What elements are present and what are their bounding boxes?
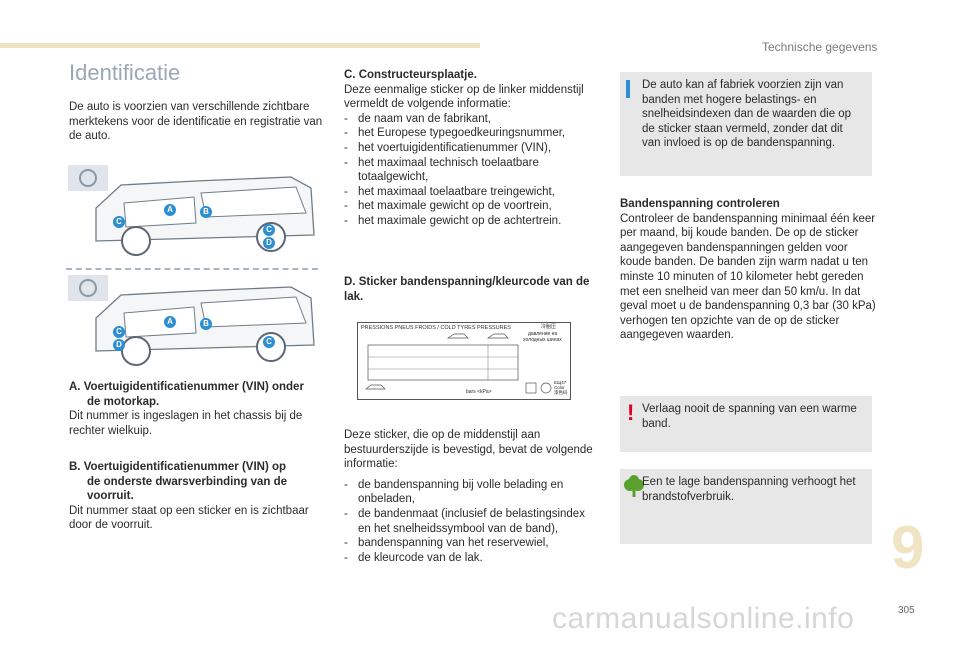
section-d-list: de bandenspanning bij volle belading en … <box>344 478 594 566</box>
tyre-check-section: Bandenspanning controleren Controleer de… <box>620 197 878 343</box>
section-c-heading: C. Constructeursplaatje. <box>344 69 477 81</box>
warning-icon: ! <box>627 400 635 425</box>
eco-text: Een te lage bandenspanning verhoogt het … <box>642 476 856 503</box>
section-a: A. Voertuigidentificatienummer (VIN) ond… <box>69 380 327 438</box>
section-title: Technische gegevens <box>762 40 878 54</box>
list-item: de bandenspanning bij volle belading en … <box>344 478 594 507</box>
sticker-code-1: ЕЩ47 <box>554 380 567 385</box>
info-icon <box>626 80 630 98</box>
warning-text: Verlaag nooit de spanning van een warme … <box>642 403 857 430</box>
label-a-bottom: A <box>164 316 176 328</box>
list-item: het maximale gewicht op de achtertrein. <box>344 214 600 229</box>
intro-text: De auto is voorzien van verschillende zi… <box>69 101 323 143</box>
list-item: het Europese typegoedkeuringsnummer, <box>344 126 600 141</box>
label-d-bottom: D <box>113 339 125 351</box>
van-illustration-top <box>68 165 315 256</box>
section-d-heading: D. Sticker bandenspanning/kleurcode van … <box>344 276 590 303</box>
label-c-bottom-right: C <box>263 336 275 348</box>
section-a-text: Dit nummer is ingeslagen in het chassis … <box>69 410 303 437</box>
illustration-divider <box>66 268 318 270</box>
sticker-code-3: 漆色码 <box>554 390 568 395</box>
label-c-bottom-left: C <box>113 326 125 338</box>
sticker-ru-2: холодных шинах <box>523 337 562 343</box>
label-c-top-left: C <box>113 216 125 228</box>
list-item: de bandenmaat (inclusief de belastingsin… <box>344 507 594 536</box>
chapter-number: 9 <box>891 514 925 581</box>
section-a-heading-2: de motorkap. <box>87 395 160 408</box>
tree-icon <box>624 475 644 497</box>
section-d-intro: Deze sticker, die op de middenstijl aan … <box>344 429 593 471</box>
section-c: C. Constructeursplaatje. Deze eenmalige … <box>344 68 600 229</box>
section-c-list: de naam van de fabrikant, het Europese t… <box>344 112 600 229</box>
warning-box: ! Verlaag nooit de spanning van een warm… <box>620 396 872 452</box>
section-a-heading-1: A. Voertuigidentificatienummer (VIN) ond… <box>69 381 304 393</box>
section-b-heading-1: B. Voertuigidentificatienummer (VIN) op <box>69 461 287 473</box>
section-d-body: Deze sticker, die op de middenstijl aan … <box>344 428 594 565</box>
list-item: het voertuigidentificatienummer (VIN), <box>344 141 600 156</box>
list-item: de kleurcode van de lak. <box>344 551 594 566</box>
sticker-header: PRESSIONS PNEUS FROIDS / COLD TYRES PRES… <box>361 325 511 331</box>
section-c-intro: Deze eenmalige sticker op de linker midd… <box>344 83 584 111</box>
page-number: 305 <box>898 605 915 616</box>
section-b-heading-2: de onderste dwarsverbinding van de <box>87 475 288 488</box>
tyre-check-text: Controleer de bandenspanning minimaal éé… <box>620 212 876 342</box>
van-illustration-bottom <box>68 275 315 366</box>
section-b: B. Voertuigidentificatienummer (VIN) op … <box>69 460 327 533</box>
page-title: Identificatie <box>69 60 181 85</box>
sticker-unit: bars <kPa> <box>466 389 492 395</box>
section-b-text: Dit nummer staat op een sticker en is zi… <box>69 504 309 532</box>
watermark: carmanualsonline.info <box>552 602 855 635</box>
tyre-check-heading: Bandenspanning controleren <box>620 198 780 210</box>
label-a-top: A <box>164 204 176 216</box>
list-item: de naam van de fabrikant, <box>344 112 600 127</box>
header-bar <box>0 43 480 48</box>
list-item: bandenspanning van het reservewiel, <box>344 536 594 551</box>
list-item: het maximaal toelaatbare treingewicht, <box>344 185 600 200</box>
label-b-top: B <box>200 206 212 218</box>
label-c-top-right: C <box>263 224 275 236</box>
sticker-cjk: 冷胎压 <box>541 324 557 330</box>
label-d-top: D <box>263 237 275 249</box>
label-b-bottom: B <box>200 318 212 330</box>
info-text: De auto kan af fabriek voorzien zijn van… <box>642 79 852 150</box>
steering-wheel-icon-2 <box>79 279 97 297</box>
section-b-heading-3: voorruit. <box>87 490 134 503</box>
eco-box: Een te lage bandenspanning verhoogt het … <box>620 469 872 544</box>
list-item: het maximaal technisch toelaatbare totaa… <box>344 156 600 185</box>
info-box: De auto kan af fabriek voorzien zijn van… <box>620 72 872 176</box>
sticker-code-2: Color <box>554 385 565 390</box>
sticker-graphic <box>365 333 552 394</box>
tyre-pressure-sticker: PRESSIONS PNEUS FROIDS / COLD TYRES PRES… <box>357 322 571 400</box>
list-item: het maximale gewicht op de voortrein, <box>344 199 600 214</box>
sticker-ru-1: давление на <box>528 331 558 337</box>
steering-wheel-icon <box>79 169 97 187</box>
